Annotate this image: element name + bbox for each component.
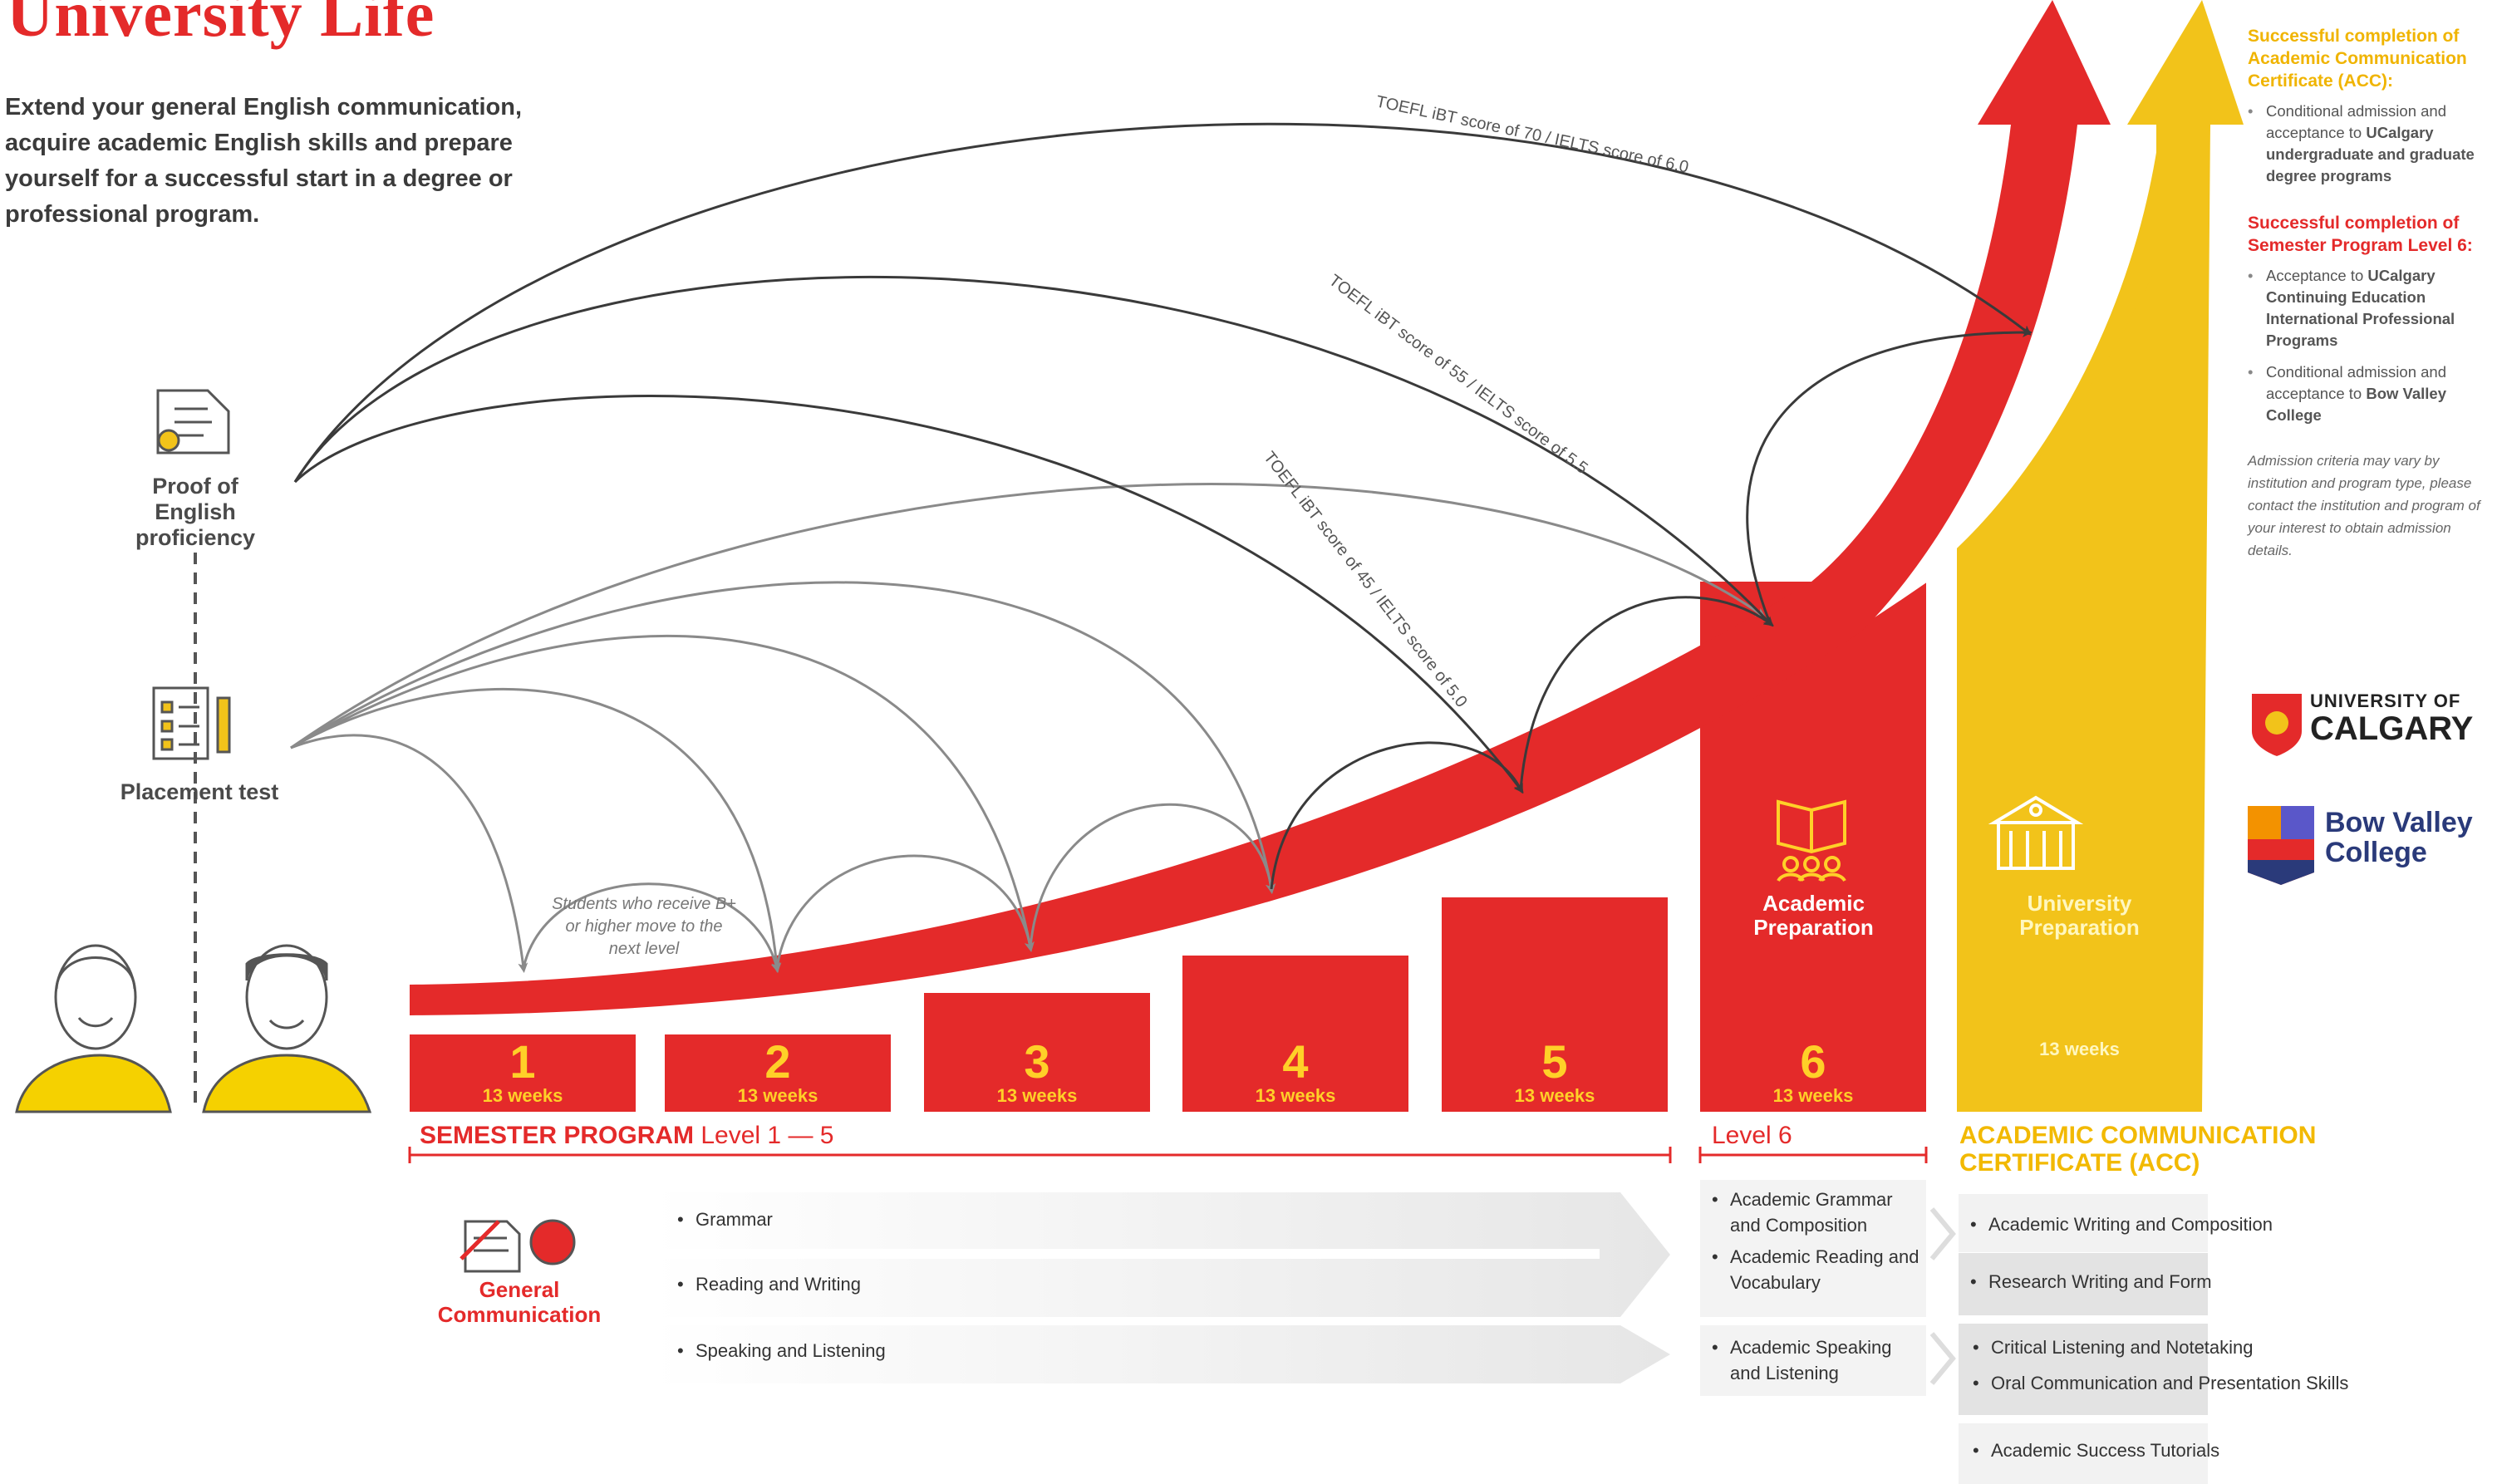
university-preparation-label: University Preparation [2019, 891, 2140, 940]
certificate-icon [156, 389, 230, 455]
acc-course-5: Academic Success Tutorials [1973, 1440, 2219, 1462]
bar-level-3 [924, 993, 1150, 1112]
b-plus-note: Students who receive B+ or higher move t… [552, 895, 736, 958]
arc-placement-4 [290, 581, 1276, 894]
university-building-icon [1988, 795, 2084, 870]
toefl-45-label: TOEFL iBT score of 45 / IELTS score of 5… [1260, 449, 1471, 711]
bar-level-1 [410, 1034, 636, 1112]
acc-weeks: 13 weeks [2039, 1039, 2120, 1059]
acc-course-4: Oral Communication and Presentation Skil… [1973, 1373, 2348, 1394]
course-academic-reading: Academic Reading and Vocabulary [1712, 1244, 1921, 1295]
bar-level-4 [1182, 956, 1408, 1112]
arc-level-1-2 [522, 882, 781, 973]
arc-toefl-45 [293, 394, 1524, 794]
proof-of-english-label: Proof of English proficiency [135, 474, 256, 550]
acc-course-3: Critical Listening and Notetaking [1973, 1337, 2253, 1359]
level6-outcome-heading: Successful completion of Semester Progra… [2248, 214, 2473, 255]
bvc-logo-text: Bow Valley College [2325, 807, 2473, 868]
arc-level-5-6 [1519, 596, 1774, 790]
arc-level-2-3 [775, 854, 1035, 969]
bvc-logo-icon [2248, 806, 2314, 885]
toefl-70-label: TOEFL iBT score of 70 / IELTS score of 6… [1374, 92, 1690, 176]
course-academic-speaking: Academic Speaking and Listening [1712, 1334, 1921, 1386]
acc-outcome-heading: Successful completion of Academic Commun… [2248, 27, 2467, 91]
level-6-header: Level 6 [1712, 1122, 1792, 1149]
student-male-icon [202, 944, 372, 1113]
level6-outcome-item: Acceptance to UCalgary Continuing Educat… [2248, 265, 2497, 351]
academic-preparation-label: Academic Preparation [1753, 891, 1874, 940]
arc-toefl-70 [293, 122, 2032, 483]
page-title: University Life [7, 0, 435, 50]
ucalgary-crest-icon [2252, 694, 2302, 756]
arc-placement-3 [290, 634, 1035, 952]
student-female-icon [15, 944, 172, 1113]
toefl-55-label: TOEFL iBT score of 55 / IELTS score of 5… [1325, 271, 1591, 478]
acc-course-2: Research Writing and Form [1970, 1271, 2212, 1293]
arc-level-3-4 [1029, 803, 1276, 948]
arc-placement-1 [290, 734, 528, 973]
general-communication-icon [460, 1219, 576, 1273]
admission-note: Admission criteria may vary by instituti… [2248, 453, 2480, 558]
acc-course-1: Academic Writing and Composition [1970, 1214, 2273, 1236]
general-communication-label: General Communication [437, 1277, 602, 1327]
banner-speaking [652, 1325, 1670, 1383]
acc-outcome-item: Conditional admission and acceptance to … [2248, 101, 2497, 187]
outcomes-panel: Successful completion of Academic Commun… [2248, 25, 2497, 562]
placement-test-label: Placement test [120, 779, 279, 804]
arc-level-6-acc [1746, 327, 2032, 624]
course-grammar: Grammar [677, 1209, 773, 1231]
arc-level-4-5 [1270, 741, 1523, 890]
book-reading-icon [1777, 799, 1846, 882]
semester-program-header: SEMESTER PROGRAM Level 1 — 5 [420, 1122, 834, 1149]
arc-toefl-55 [293, 275, 1774, 627]
arc-placement-2 [290, 688, 782, 973]
level6-outcome-item: Conditional admission and acceptance to … [2248, 361, 2497, 426]
semester-bars [410, 582, 1926, 1112]
intro-text: Extend your general English communicatio… [5, 94, 522, 228]
course-reading-writing: Reading and Writing [677, 1274, 861, 1295]
arc-placement-5 [290, 483, 1766, 749]
bar-level-5 [1442, 897, 1668, 1112]
course-academic-grammar: Academic Grammar and Composition [1712, 1187, 1921, 1238]
course-speaking-listening: Speaking and Listening [677, 1340, 886, 1362]
checklist-icon [152, 686, 231, 760]
bar-level-2 [665, 1034, 891, 1112]
ucalgary-logo-text: UNIVERSITY OF CALGARY [2310, 690, 2474, 747]
acc-header: ACADEMIC COMMUNICATION CERTIFICATE (ACC) [1959, 1122, 2317, 1177]
